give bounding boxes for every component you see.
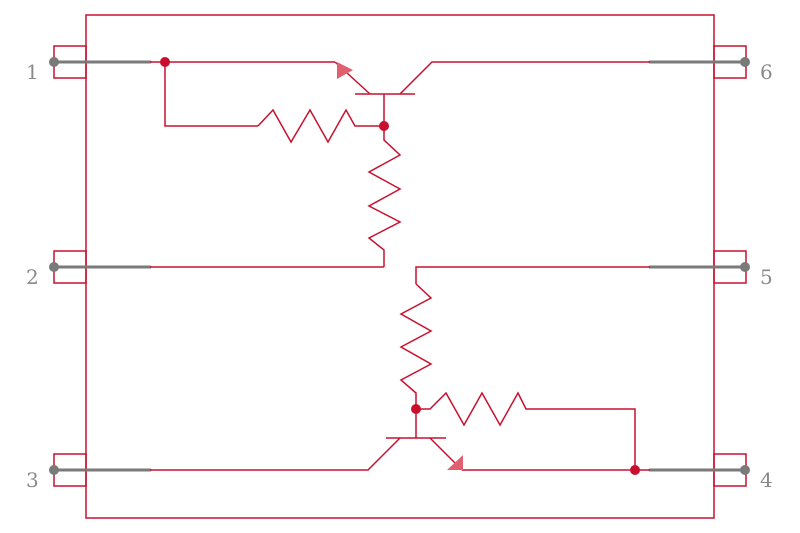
pin-4-terminal[interactable]	[740, 465, 750, 475]
resistor-r2	[367, 126, 402, 267]
resistor-r4	[416, 391, 542, 427]
junction-dot	[379, 121, 389, 131]
resistor-r1	[257, 108, 384, 144]
pin-housings	[53, 45, 747, 487]
junction-dot	[160, 57, 170, 67]
pin-6-terminal[interactable]	[740, 57, 750, 67]
q2-emitter-arrow	[447, 455, 463, 470]
pin-label-3: 3	[26, 468, 39, 492]
pin-1-terminal[interactable]	[49, 57, 59, 67]
pin-label-2: 2	[26, 265, 39, 289]
junction-dot	[411, 404, 421, 414]
pin-2-terminal[interactable]	[49, 262, 59, 272]
pin-terminals[interactable]	[49, 57, 750, 475]
junctions	[160, 57, 640, 475]
wires-top	[150, 61, 650, 268]
junction-dot	[630, 465, 640, 475]
pin-leads	[52, 60, 747, 472]
pin-3-terminal[interactable]	[49, 465, 59, 475]
pin-label-6: 6	[760, 60, 773, 84]
q1-emitter-arrow	[337, 62, 353, 79]
pin-label-1: 1	[26, 60, 39, 84]
resistor-r3	[399, 283, 433, 409]
pin-label-4: 4	[760, 468, 773, 492]
pin-label-5: 5	[760, 265, 773, 289]
pin-5-terminal[interactable]	[740, 262, 750, 272]
wires-bottom	[150, 266, 650, 471]
